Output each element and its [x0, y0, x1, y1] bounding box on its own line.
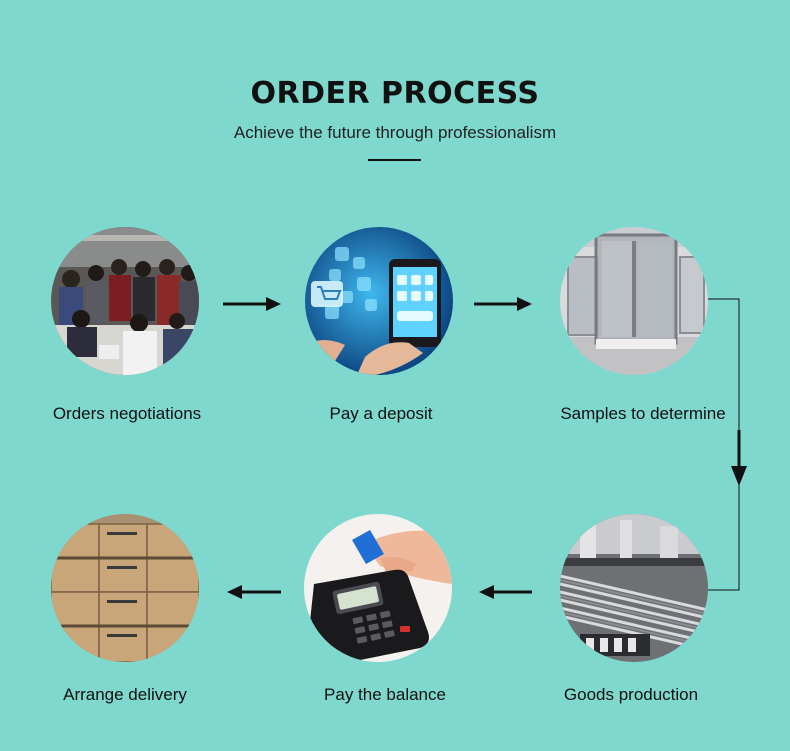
page-subtitle: Achieve the future through professionali…: [233, 123, 557, 142]
arrow-right-icon: [223, 297, 281, 311]
page-title: ORDER PROCESS: [250, 76, 540, 111]
step-label-goods-production: Goods production: [563, 685, 699, 704]
shower-enclosure-photo: [560, 227, 708, 375]
aluminum-profiles-photo: [560, 514, 708, 662]
step-label-samples-to-determine: Samples to determine: [560, 404, 726, 423]
title-divider: [368, 159, 421, 161]
card-terminal-photo: [304, 514, 452, 662]
meeting-photo: [51, 227, 199, 375]
cartons-pallet-photo: [51, 514, 199, 662]
step-label-pay-a-deposit: Pay a deposit: [329, 404, 433, 423]
arrow-left-icon: [227, 585, 281, 599]
arrow-left-icon: [479, 585, 532, 599]
step-label-orders-negotiations: Orders negotiations: [52, 404, 202, 423]
step-label-arrange-delivery: Arrange delivery: [63, 685, 187, 704]
arrow-right-icon: [474, 297, 532, 311]
connector-line: [708, 298, 740, 591]
arrow-down-icon: [731, 430, 747, 486]
step-label-pay-the-balance: Pay the balance: [324, 685, 446, 704]
mobile-payment-photo: [305, 227, 453, 375]
